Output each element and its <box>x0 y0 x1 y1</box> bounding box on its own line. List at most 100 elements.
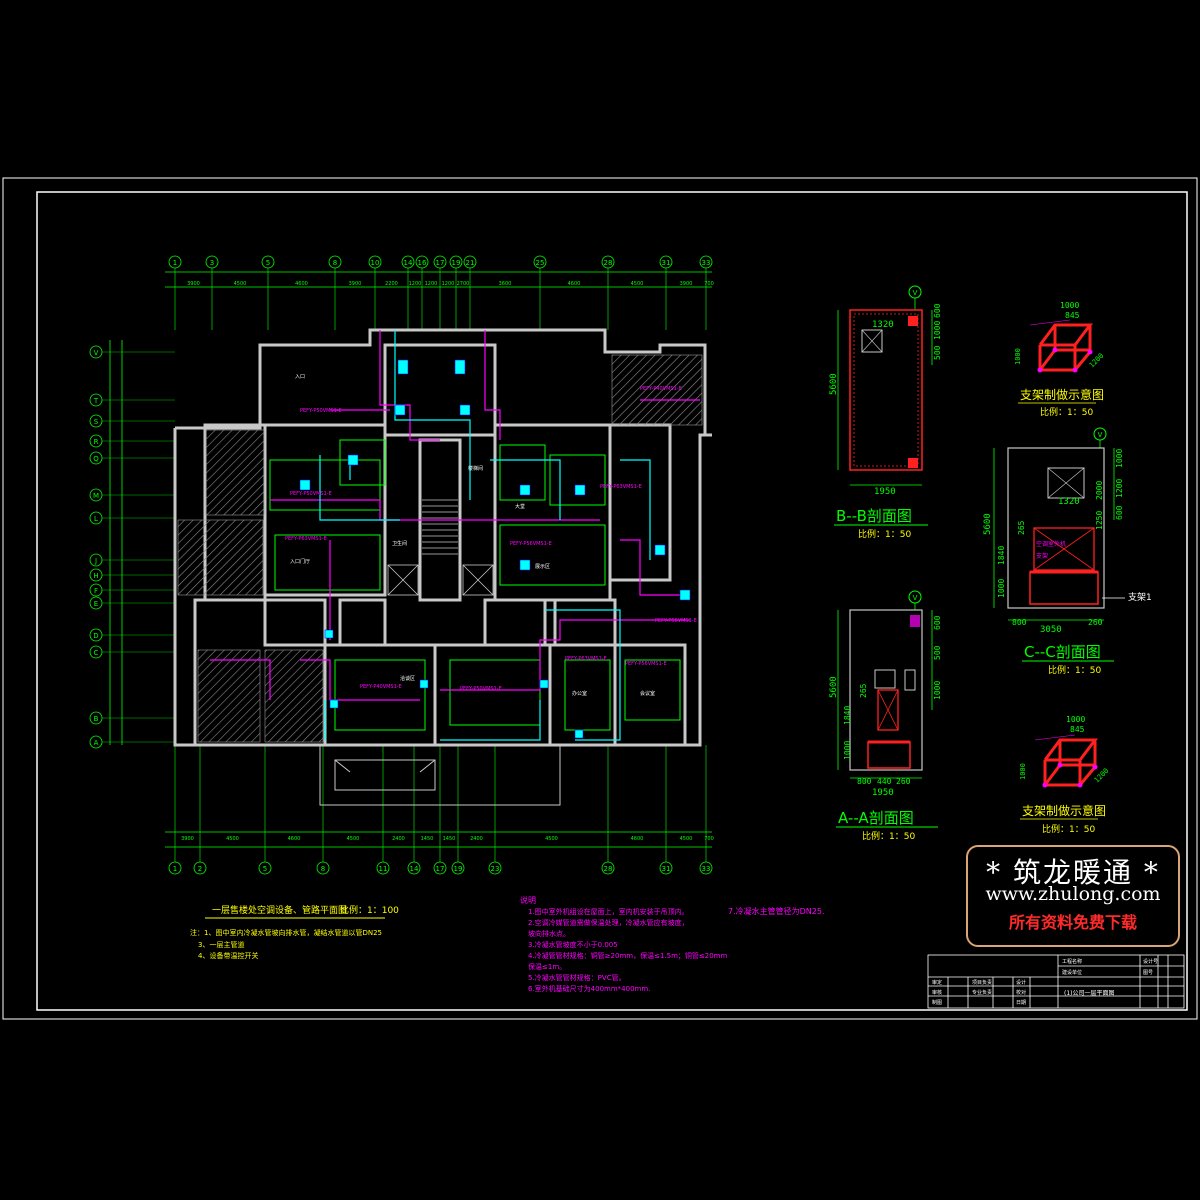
walls <box>173 328 712 747</box>
room-label: 楼梯间 <box>468 465 483 472</box>
dimension-value: 4500 <box>545 836 558 842</box>
room-label: 洽谈区 <box>400 675 415 682</box>
unit-label: PEFY-P56VMS1-E <box>510 541 552 547</box>
svg-text:V: V <box>913 594 918 602</box>
axis-label: 8 <box>321 865 325 873</box>
stairs <box>387 499 494 596</box>
dimension-value: 3900 <box>680 281 693 287</box>
bracket2-dim-845: 845 <box>1070 725 1085 734</box>
axis-label: 3 <box>210 259 214 267</box>
cc-title: C--C剖面图 <box>1024 643 1101 661</box>
svg-text:V: V <box>913 289 918 297</box>
title-block-label: 校对 <box>1016 989 1026 996</box>
axis-label: 28 <box>604 865 613 873</box>
title-block-label: 专业负责 <box>972 989 992 996</box>
title-block-labels: 工程名称建设单位设计号图号审定审核项目负责专业负责设计校对制图日期 <box>932 958 1158 1006</box>
indoor-units <box>299 359 691 739</box>
dimension-value: 4600 <box>568 281 581 287</box>
room-label: 入口 <box>295 374 305 380</box>
plan-note-3: 3、一层主管道 <box>198 940 244 949</box>
axis-label: 14 <box>410 865 419 873</box>
axis-label: C <box>94 649 99 657</box>
outer-frame <box>2 177 1198 1020</box>
bracket2-dim-1200: 1200 <box>1093 767 1111 785</box>
axis-label: Q <box>93 455 99 463</box>
axis-label: S <box>94 418 99 426</box>
unit-label: PEFY-P56VMS1-E <box>655 618 697 624</box>
title-block-label: 审定 <box>932 979 942 986</box>
axis-label: 1 <box>173 259 177 267</box>
title-block <box>927 954 1185 1009</box>
axis-label: 16 <box>418 259 427 267</box>
cc-scale: 比例：1：50 <box>1048 664 1101 676</box>
axis-label: 5 <box>263 865 267 873</box>
room-label: 展示区 <box>535 564 550 570</box>
unit-label: PEFY-P63VMS1-E <box>565 656 607 662</box>
unit-label: PEFY-P50VMS1-E <box>290 491 332 497</box>
axis-label: D <box>93 632 98 640</box>
axis-label: 10 <box>371 259 380 267</box>
room-label: 办公室 <box>572 690 587 697</box>
unit-label: PEFY-P40VMS1-E <box>640 386 682 392</box>
dimension-value: 1450 <box>421 836 434 842</box>
bracket1-dim-845: 845 <box>1065 311 1080 320</box>
entrance-canopy <box>319 744 561 806</box>
title-block-label: 建设单位 <box>1062 969 1082 976</box>
dimension-value: 4600 <box>631 836 644 842</box>
bracket2-scale: 比例：1：50 <box>1042 823 1095 835</box>
bracket1-scale: 比例：1：50 <box>1040 406 1093 418</box>
unit-label: PEFY-P56VMS1-E <box>625 661 667 667</box>
dimension-value: 3900 <box>349 281 362 287</box>
dimension-value: 2200 <box>385 281 398 287</box>
cc-inner-label-2: 支架 <box>1036 552 1048 560</box>
title-block-label: 设计号 <box>1143 958 1158 965</box>
unit-label: PEFY-P50VMS1-E <box>460 686 502 692</box>
dimension-value: 3900 <box>187 281 200 287</box>
cc-dim-1250: 1250 <box>1095 511 1104 530</box>
aa-dim-800: 800 <box>857 777 872 786</box>
plan-scale: 比例：1：100 <box>340 904 399 916</box>
cc-dim-1000: 1000 <box>997 579 1006 598</box>
axis-label: T <box>93 397 99 405</box>
axis-label: 31 <box>662 259 671 267</box>
axis-label: 23 <box>491 865 500 873</box>
bb-dim-1950: 1950 <box>874 487 896 497</box>
unit-label: PEFY-P40VMS1-E <box>360 684 402 690</box>
axis-label: 31 <box>662 865 671 873</box>
dimension-value: 1200 <box>442 281 455 287</box>
unit-label: PEFY-P50VMS1-E <box>300 408 342 414</box>
axis-label: M <box>93 492 99 500</box>
bracket2-dim-1000: 1000 <box>1066 715 1085 724</box>
cc-dim-5600: 5600 <box>983 513 993 535</box>
title-block-label: 工程名称 <box>1062 958 1082 965</box>
aa-title: A--A剖面图 <box>838 809 914 827</box>
axis-label: 21 <box>466 259 475 267</box>
condensate-pipes <box>319 330 651 741</box>
dimension-value: 3600 <box>499 281 512 287</box>
axis-label: J <box>94 557 97 565</box>
axis-label: H <box>93 572 98 580</box>
axis-label: F <box>94 587 98 595</box>
watermark-url: www.zhulong.com <box>985 883 1161 905</box>
axis-label: 19 <box>452 259 461 267</box>
dimension-value: 2400 <box>470 836 483 842</box>
general-notes-extra: 7.冷凝水主管管径为DN25. <box>728 906 825 916</box>
axis-label: V <box>94 349 99 357</box>
cc-inner-label-1: 空调室外机 <box>1036 540 1066 548</box>
general-note-line: 保温≤1m。 <box>528 962 566 971</box>
dimension-value: 4500 <box>226 836 239 842</box>
svg-text:V: V <box>1098 431 1103 439</box>
unit-label: PEFY-P63VMS1-E <box>600 484 642 490</box>
bracket-detail-1: 1000 845 1000 1200 支架制做示意图 比例：1：50 <box>1014 301 1105 418</box>
title-block-label: 制图 <box>932 999 942 1006</box>
section-aa: V 1950 5600 1840 1000 265 800 440 260 60… <box>829 590 942 842</box>
cc-dim-800: 800 <box>1012 618 1027 627</box>
general-notes-title: 说明 <box>520 895 536 905</box>
inner-frame <box>36 191 1188 1011</box>
dimension-value: 4600 <box>288 836 301 842</box>
drawing-name: (1)公司一层平面图 <box>1064 990 1115 997</box>
aa-dim-1950: 1950 <box>872 788 894 798</box>
